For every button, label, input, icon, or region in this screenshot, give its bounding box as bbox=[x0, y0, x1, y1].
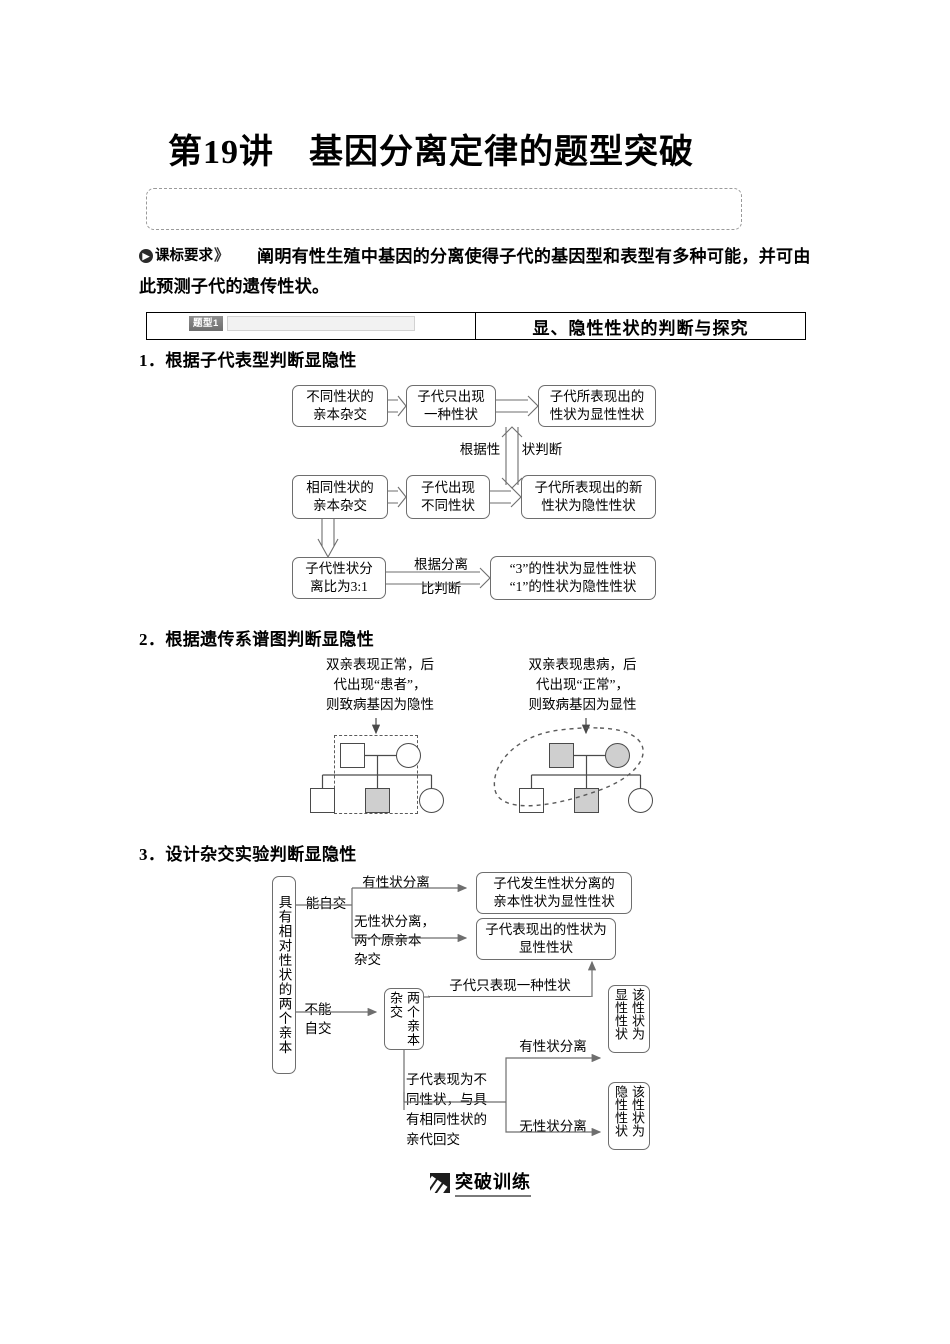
pedigree-right-mother-affected bbox=[605, 743, 630, 768]
section-heading-3: 3．设计杂交实验判断显隐性 bbox=[139, 840, 357, 865]
play-icon: ▶ bbox=[139, 249, 153, 263]
empty-note-box[interactable] bbox=[146, 188, 742, 230]
pedigree-left-child1 bbox=[310, 788, 335, 813]
flow1-box-d-text: 相同性状的 亲本杂交 bbox=[306, 480, 374, 513]
section-title-2: 根据遗传系谱图判断显隐性 bbox=[165, 630, 375, 649]
flow1-box-e: 子代出现 不同性状 bbox=[406, 475, 490, 519]
flow3-box-segregate-text: 子代发生性状分离的 亲本性状为显性性状 bbox=[493, 876, 615, 909]
flow1-mid-label-right: 状判断 bbox=[521, 442, 563, 457]
section-title-3: 设计杂交实验判断显隐性 bbox=[165, 845, 357, 864]
flow3-label-self-ok: 能自交 bbox=[305, 896, 347, 911]
topic-blank-bar bbox=[227, 316, 415, 331]
topic-header-table: 题型1 显、隐性性状的判断与探究 bbox=[146, 312, 806, 340]
flow1-box-g: 子代性状分 离比为3:1 bbox=[292, 557, 386, 599]
topic-number-badge: 题型1 bbox=[189, 316, 223, 331]
curriculum-badge-label: 课标要求 bbox=[155, 248, 213, 264]
topic-title: 显、隐性性状的判断与探究 bbox=[532, 318, 749, 338]
curriculum-badge: ▶课标要求》 bbox=[139, 244, 229, 265]
flow3-box-nosegregate-text: 子代表现出的性状为 显性性状 bbox=[485, 922, 607, 955]
flow3-root-box: 具有相对性状的两个亲本 bbox=[272, 876, 296, 1074]
flow3-label-backcross: 子代表现为不 同性状，与具 有相同性状的 亲代回交 bbox=[406, 1072, 487, 1147]
flow1-box-f-text: 子代所表现出的新 性状为隐性性状 bbox=[534, 480, 643, 513]
flow1-box-h: “3”的性状为显性性状 “1”的性状为隐性性状 bbox=[490, 556, 656, 600]
flow1-box-f: 子代所表现出的新 性状为隐性性状 bbox=[521, 475, 656, 519]
flow1-ratio-label-top: 根据分离 bbox=[414, 557, 468, 572]
flow3-box-segregate: 子代发生性状分离的 亲本性状为显性性状 bbox=[476, 872, 632, 914]
flow3-label-self-no: 不能 自交 bbox=[304, 1002, 332, 1036]
flow1-box-a-text: 不同性状的 亲本杂交 bbox=[306, 389, 374, 422]
flow3-label-segregate: 有性状分离 bbox=[362, 875, 430, 890]
flow3-box-cross: 两个亲本杂交 bbox=[384, 988, 424, 1050]
flow3-label-one-trait-box: 子代只表现一种性状 bbox=[428, 975, 592, 997]
section-heading-1: 1．根据子代表型判断显隐性 bbox=[139, 346, 357, 371]
flow3-label-one-trait: 子代只表现一种性状 bbox=[449, 977, 571, 993]
section-number-3: 3． bbox=[139, 845, 166, 864]
flow3-label-no-seg: 无性状分离 bbox=[519, 1119, 587, 1134]
section-number-1: 1． bbox=[139, 351, 166, 370]
pedigree-left-caption: 双亲表现正常，后 代出现“患者”， 则致病基因为隐性 bbox=[326, 657, 434, 712]
curriculum-text: 阐明有性生殖中基因的分离使得子代的基因型和表型有多种可能，并可由此预测子代的遗传… bbox=[139, 247, 811, 296]
training-badge: 突破训练 bbox=[430, 1168, 531, 1197]
flow1-box-c: 子代所表现出的 性状为显性性状 bbox=[538, 385, 656, 427]
pedigree-right-caption: 双亲表现患病，后 代出现“正常”， 则致病基因为显性 bbox=[528, 657, 637, 712]
curriculum-requirement: ▶课标要求》 阐明有性生殖中基因的分离使得子代的基因型和表型有多种可能，并可由此… bbox=[139, 242, 811, 302]
pedigree-right-father-affected bbox=[549, 743, 574, 768]
flow1-box-b: 子代只出现 一种性状 bbox=[406, 385, 496, 427]
pedigree-left-mother bbox=[396, 743, 421, 768]
section-number-2: 2． bbox=[139, 630, 166, 649]
pedigree-right-child3 bbox=[628, 788, 653, 813]
page-title: 第19讲 基因分离定律的题型突破 bbox=[168, 134, 694, 171]
flow3-label-has-seg: 有性状分离 bbox=[519, 1039, 587, 1054]
chevron-right-icon: 》 bbox=[214, 247, 230, 264]
flow1-mid-label-left: 根据性 bbox=[459, 442, 501, 457]
pedigree-left-child3 bbox=[419, 788, 444, 813]
flow3-box-nosegregate: 子代表现出的性状为 显性性状 bbox=[476, 918, 616, 960]
flow1-box-b-text: 子代只出现 一种性状 bbox=[417, 389, 485, 422]
pedigree-right-child1-normal bbox=[519, 788, 544, 813]
training-badge-label: 突破训练 bbox=[455, 1168, 531, 1197]
flow1-ratio-label-bottom: 比判断 bbox=[420, 581, 462, 596]
flow3-label-nosegregate: 无性状分离， 两个原亲本 杂交 bbox=[354, 914, 435, 967]
flow3-box-recessive: 该性状为隐性性状 bbox=[608, 1082, 650, 1150]
pedigree-left-father bbox=[340, 743, 365, 768]
flow1-box-c-text: 子代所表现出的 性状为显性性状 bbox=[549, 389, 645, 422]
section-heading-2: 2．根据遗传系谱图判断显隐性 bbox=[139, 625, 374, 650]
pedigree-right-child2-affected bbox=[574, 788, 599, 813]
flow1-box-e-text: 子代出现 不同性状 bbox=[421, 480, 475, 513]
flow1-box-g-text: 子代性状分 离比为3:1 bbox=[305, 561, 373, 594]
flow1-box-d: 相同性状的 亲本杂交 bbox=[292, 475, 388, 519]
curriculum-text-body: 阐明有性生殖中基因的分离使得子代的基因型和表型有多种可能，并可由此预测子代的遗传… bbox=[139, 247, 811, 296]
flow1-box-h-text: “3”的性状为显性性状 “1”的性状为隐性性状 bbox=[509, 561, 637, 594]
topic-header-left-cell: 题型1 bbox=[147, 313, 476, 339]
book-icon bbox=[430, 1172, 450, 1193]
section-title-1: 根据子代表型判断显隐性 bbox=[165, 351, 357, 370]
flow1-box-a: 不同性状的 亲本杂交 bbox=[292, 385, 388, 427]
pedigree-left-child2-affected bbox=[365, 788, 390, 813]
flow3-box-dominant: 该性状为显性性状 bbox=[608, 985, 650, 1053]
